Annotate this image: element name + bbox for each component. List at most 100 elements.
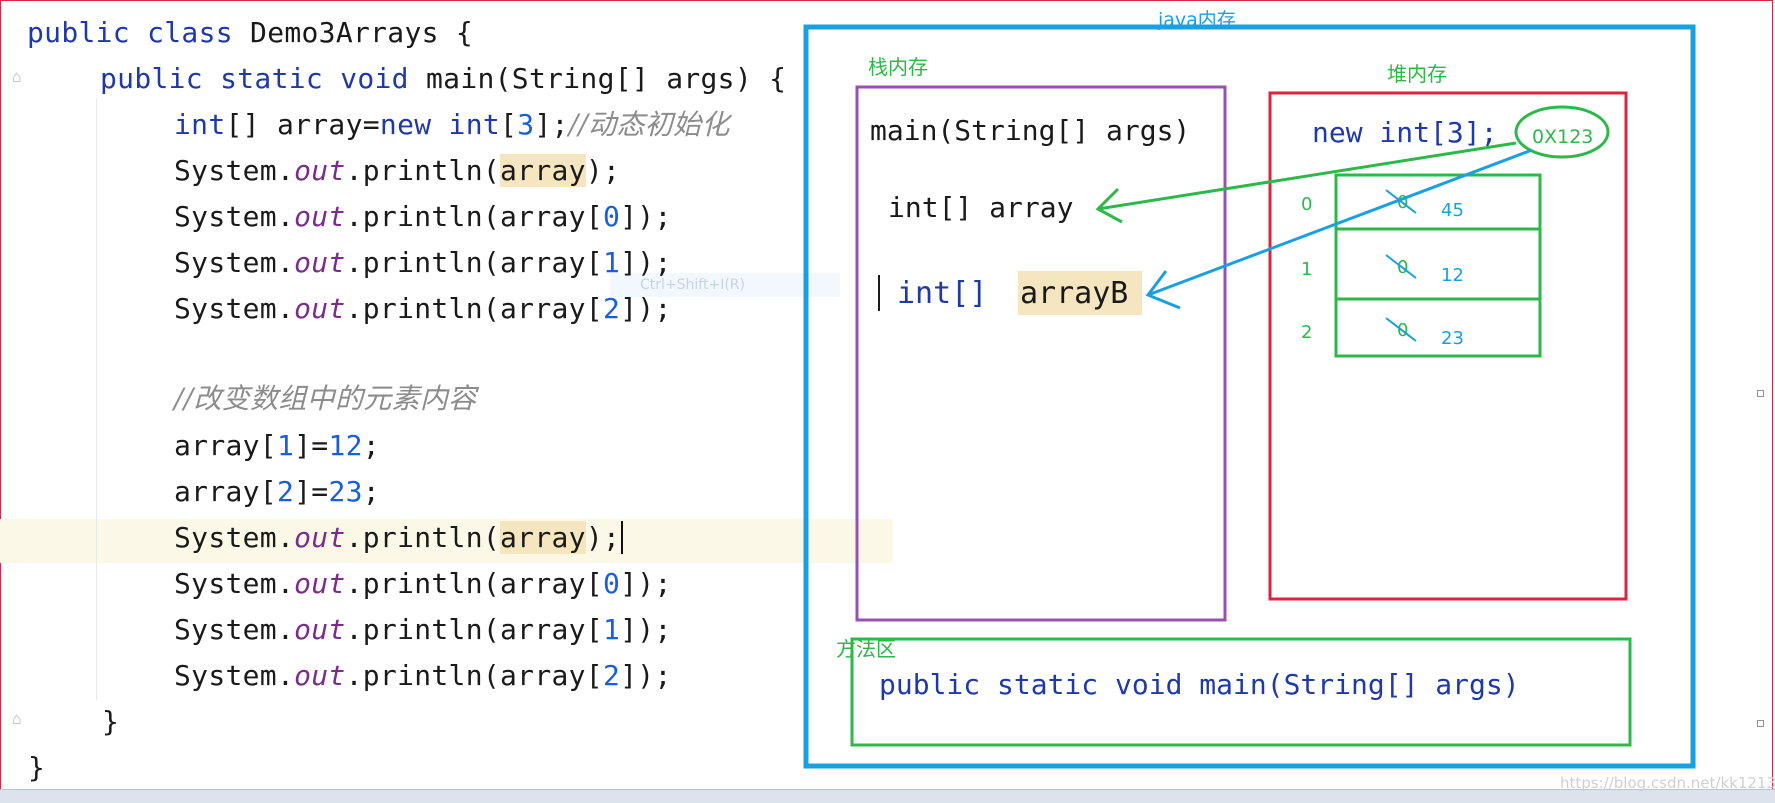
code-line-assign-1[interactable]: array[1]=12;	[174, 426, 380, 466]
arrayB-reference-arrowhead	[1145, 270, 1181, 310]
code-token: out	[294, 567, 346, 600]
code-token: }	[28, 751, 46, 784]
code-token: out	[294, 613, 346, 646]
java-memory-box	[803, 24, 1696, 769]
code-token: 1	[602, 613, 621, 646]
code-token: );	[585, 154, 621, 187]
heap-cell-index: 2	[1301, 322, 1312, 343]
code-token: .println(array[	[345, 659, 603, 692]
stack-main-frame: main(String[] args)	[870, 114, 1190, 147]
fold-marker-icon[interactable]: ⌂	[12, 709, 22, 728]
code-token: .println(array[	[345, 613, 603, 646]
code-token: System.	[174, 567, 295, 600]
strike-through-icon	[1385, 254, 1417, 279]
code-token: ]);	[620, 246, 672, 279]
code-line-print-0-b[interactable]: System.out.println(array[0]);	[174, 564, 672, 604]
code-token: System.	[174, 200, 295, 233]
code-token: public class	[27, 16, 251, 49]
code-token: ]);	[620, 567, 672, 600]
code-line-close-main[interactable]: }	[102, 702, 119, 742]
code-token: 1	[276, 429, 295, 462]
heap-address-ellipse	[1514, 105, 1610, 159]
heap-cell-value: 12	[1441, 265, 1464, 286]
code-token: ]);	[620, 613, 672, 646]
code-token: );	[585, 521, 621, 554]
code-line-assign-2[interactable]: array[2]=23;	[174, 472, 380, 512]
scrollbar-marker[interactable]	[1757, 390, 1764, 397]
code-token: ]=	[294, 429, 329, 462]
code-token: [] array=	[225, 108, 380, 141]
java-memory-label: java内存	[1157, 9, 1236, 31]
code-token: out	[294, 246, 346, 279]
code-token: System.	[174, 292, 295, 325]
heap-array-box	[1334, 173, 1542, 358]
arrayB-highlight	[1018, 271, 1142, 315]
code-token: 12	[328, 429, 363, 462]
code-token: out	[294, 659, 346, 692]
code-token: .println(	[345, 154, 501, 187]
stack-var-array: int[] array	[888, 191, 1073, 224]
heap-cell-value: 23	[1441, 328, 1464, 349]
code-line-print-array-1[interactable]: System.out.println(array);	[174, 151, 620, 191]
code-line-print-1-b[interactable]: System.out.println(array[1]);	[174, 610, 672, 650]
scrollbar-marker[interactable]	[1757, 720, 1764, 727]
code-token: int	[174, 108, 226, 141]
code-token: .println(array[	[345, 567, 603, 600]
code-token: 2	[602, 659, 621, 692]
fold-marker-icon[interactable]: ⌂	[12, 67, 22, 86]
code-token: [	[500, 108, 518, 141]
code-token: array[	[174, 475, 277, 508]
code-token: out	[294, 200, 346, 233]
code-token: out	[294, 521, 346, 554]
code-token: array	[500, 521, 586, 554]
code-token: ]=	[294, 475, 329, 508]
watermark: https://blog.csdn.net/kk1213	[1560, 774, 1775, 792]
editor-tooltip: Ctrl+Shift+I(R)	[610, 273, 840, 297]
code-line-print-2-b[interactable]: System.out.println(array[2]);	[174, 656, 672, 696]
code-token: ]);	[620, 292, 672, 325]
arrayB-reference-arrow	[1147, 148, 1533, 297]
code-line-class-decl[interactable]: public class Demo3Arrays {	[27, 13, 473, 53]
code-line-main-decl[interactable]: public static void main(String[] args) {	[100, 59, 786, 99]
code-token: ]);	[620, 200, 672, 233]
code-token: new int	[379, 108, 501, 141]
code-line-comment-change[interactable]: //改变数组中的元素内容	[174, 379, 476, 419]
code-token: //改变数组中的元素内容	[174, 382, 477, 415]
code-token: System.	[174, 154, 295, 187]
code-line-array-init[interactable]: int[] array=new int[3];//动态初始化	[174, 105, 730, 145]
heap-new-expression: new int[3];	[1312, 116, 1497, 149]
code-token: 1	[602, 246, 621, 279]
method-area-box	[850, 637, 1632, 747]
code-token: array	[500, 154, 586, 187]
heap-cell-index: 0	[1301, 194, 1312, 215]
code-line-print-array-2[interactable]: System.out.println(array);	[174, 518, 624, 558]
code-token: 23	[328, 475, 363, 508]
code-token: 2	[602, 292, 621, 325]
stack-var-arrayB-name: arrayB	[1020, 276, 1128, 311]
code-token: out	[294, 154, 346, 187]
code-token: System.	[174, 613, 295, 646]
code-token: 2	[276, 475, 295, 508]
code-line-print-0-a[interactable]: System.out.println(array[0]);	[174, 197, 672, 237]
code-token: System.	[174, 659, 295, 692]
heap-box	[1268, 91, 1628, 601]
code-token: .println(array[	[345, 246, 603, 279]
stack-var-arrayB-type: int[]	[897, 276, 987, 311]
array-reference-arrow	[1097, 141, 1517, 211]
code-token: out	[294, 292, 346, 325]
array-reference-arrowhead	[1095, 187, 1123, 224]
code-line-close-class[interactable]: }	[28, 748, 45, 788]
stack-label: 栈内存	[868, 55, 928, 79]
code-editor[interactable]: Ctrl+Shift+I(R) ⌂ ⌂ public class Demo3Ar…	[0, 0, 900, 790]
heap-address: 0X123	[1532, 126, 1593, 148]
strike-through-icon	[1385, 317, 1417, 342]
code-token: .println(	[345, 521, 501, 554]
method-signature: public static void main(String[] args)	[879, 668, 1520, 701]
code-token: ;	[362, 475, 380, 508]
code-line-print-2-a[interactable]: System.out.println(array[2]);	[174, 289, 672, 329]
horizontal-scrollbar[interactable]	[0, 789, 1775, 803]
code-token: main(String[] args) {	[426, 62, 787, 95]
code-line-print-1-a[interactable]: System.out.println(array[1]);	[174, 243, 672, 283]
code-token: ];	[534, 108, 569, 141]
